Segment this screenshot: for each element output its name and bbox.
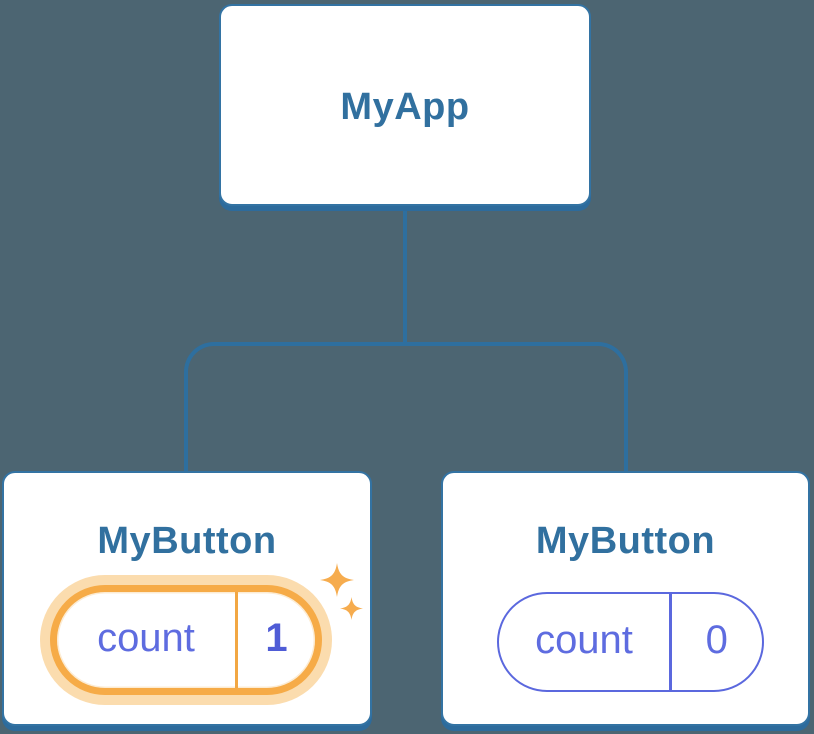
pill-divider bbox=[235, 592, 238, 688]
state-name-label: count bbox=[535, 618, 633, 662]
sparkle-small-icon bbox=[340, 597, 363, 620]
child-node-mybutton-left: MyButton count 1 bbox=[2, 471, 372, 726]
sparkle-large-icon bbox=[320, 563, 354, 597]
child-node-title: MyButton bbox=[97, 520, 277, 562]
state-value: 0 bbox=[705, 618, 728, 662]
pill-divider bbox=[669, 594, 672, 690]
child-node-mybutton-right: MyButton count 0 bbox=[441, 471, 810, 726]
state-value: 1 bbox=[265, 616, 288, 660]
root-node-title: MyApp bbox=[340, 86, 470, 128]
connector-stem bbox=[403, 206, 407, 346]
connector-bracket bbox=[184, 342, 628, 472]
root-node-myapp: MyApp bbox=[219, 4, 591, 206]
state-pill-highlighted: count 1 bbox=[50, 585, 322, 695]
state-pill: count 0 bbox=[497, 592, 764, 692]
child-node-title: MyButton bbox=[535, 520, 716, 562]
state-name-label: count bbox=[97, 616, 195, 660]
